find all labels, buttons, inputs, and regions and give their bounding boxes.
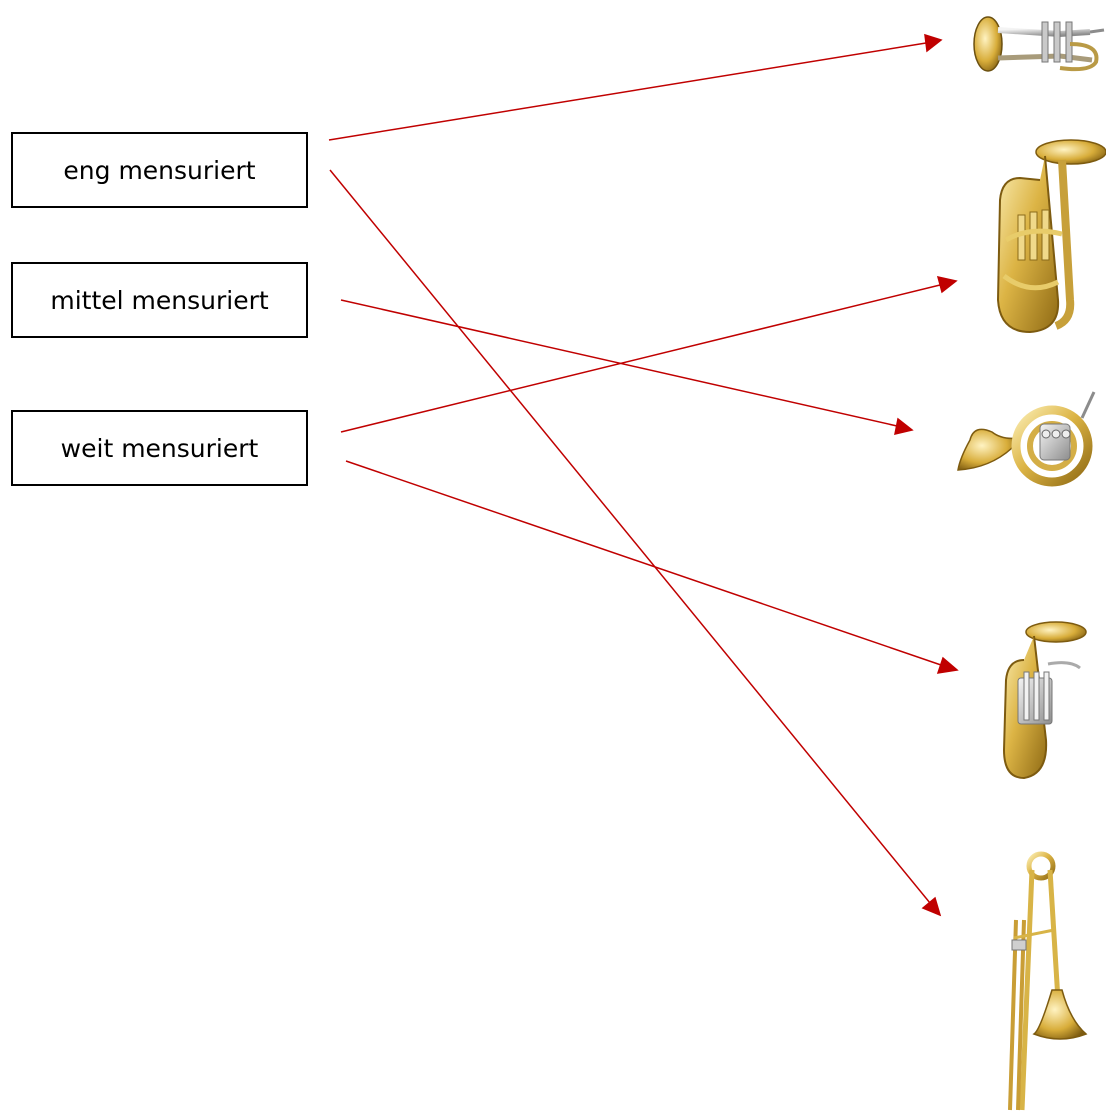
label-weit-text: weit mensuriert [60,433,259,463]
label-eng-text: eng mensuriert [63,155,256,185]
trombone-icon[interactable] [1008,851,1088,1111]
label-mittel-text: mittel mensuriert [50,285,269,315]
arrow-weit-to-tuba [340,275,958,433]
tuba-icon[interactable] [996,139,1106,334]
euphonium-icon[interactable] [1002,621,1087,780]
label-box-eng[interactable]: eng mensuriert [11,132,308,208]
arrow-mittel-to-horn [340,299,914,435]
trumpet-icon[interactable] [973,16,1105,72]
label-box-mittel[interactable]: mittel mensuriert [11,262,308,338]
arrow-weit-to-euphonium [345,460,959,674]
french-horn-icon[interactable] [957,391,1096,487]
arrow-eng-to-trombone [329,169,942,917]
arrow-eng-to-trumpet [328,33,943,141]
label-box-weit[interactable]: weit mensuriert [11,410,308,486]
